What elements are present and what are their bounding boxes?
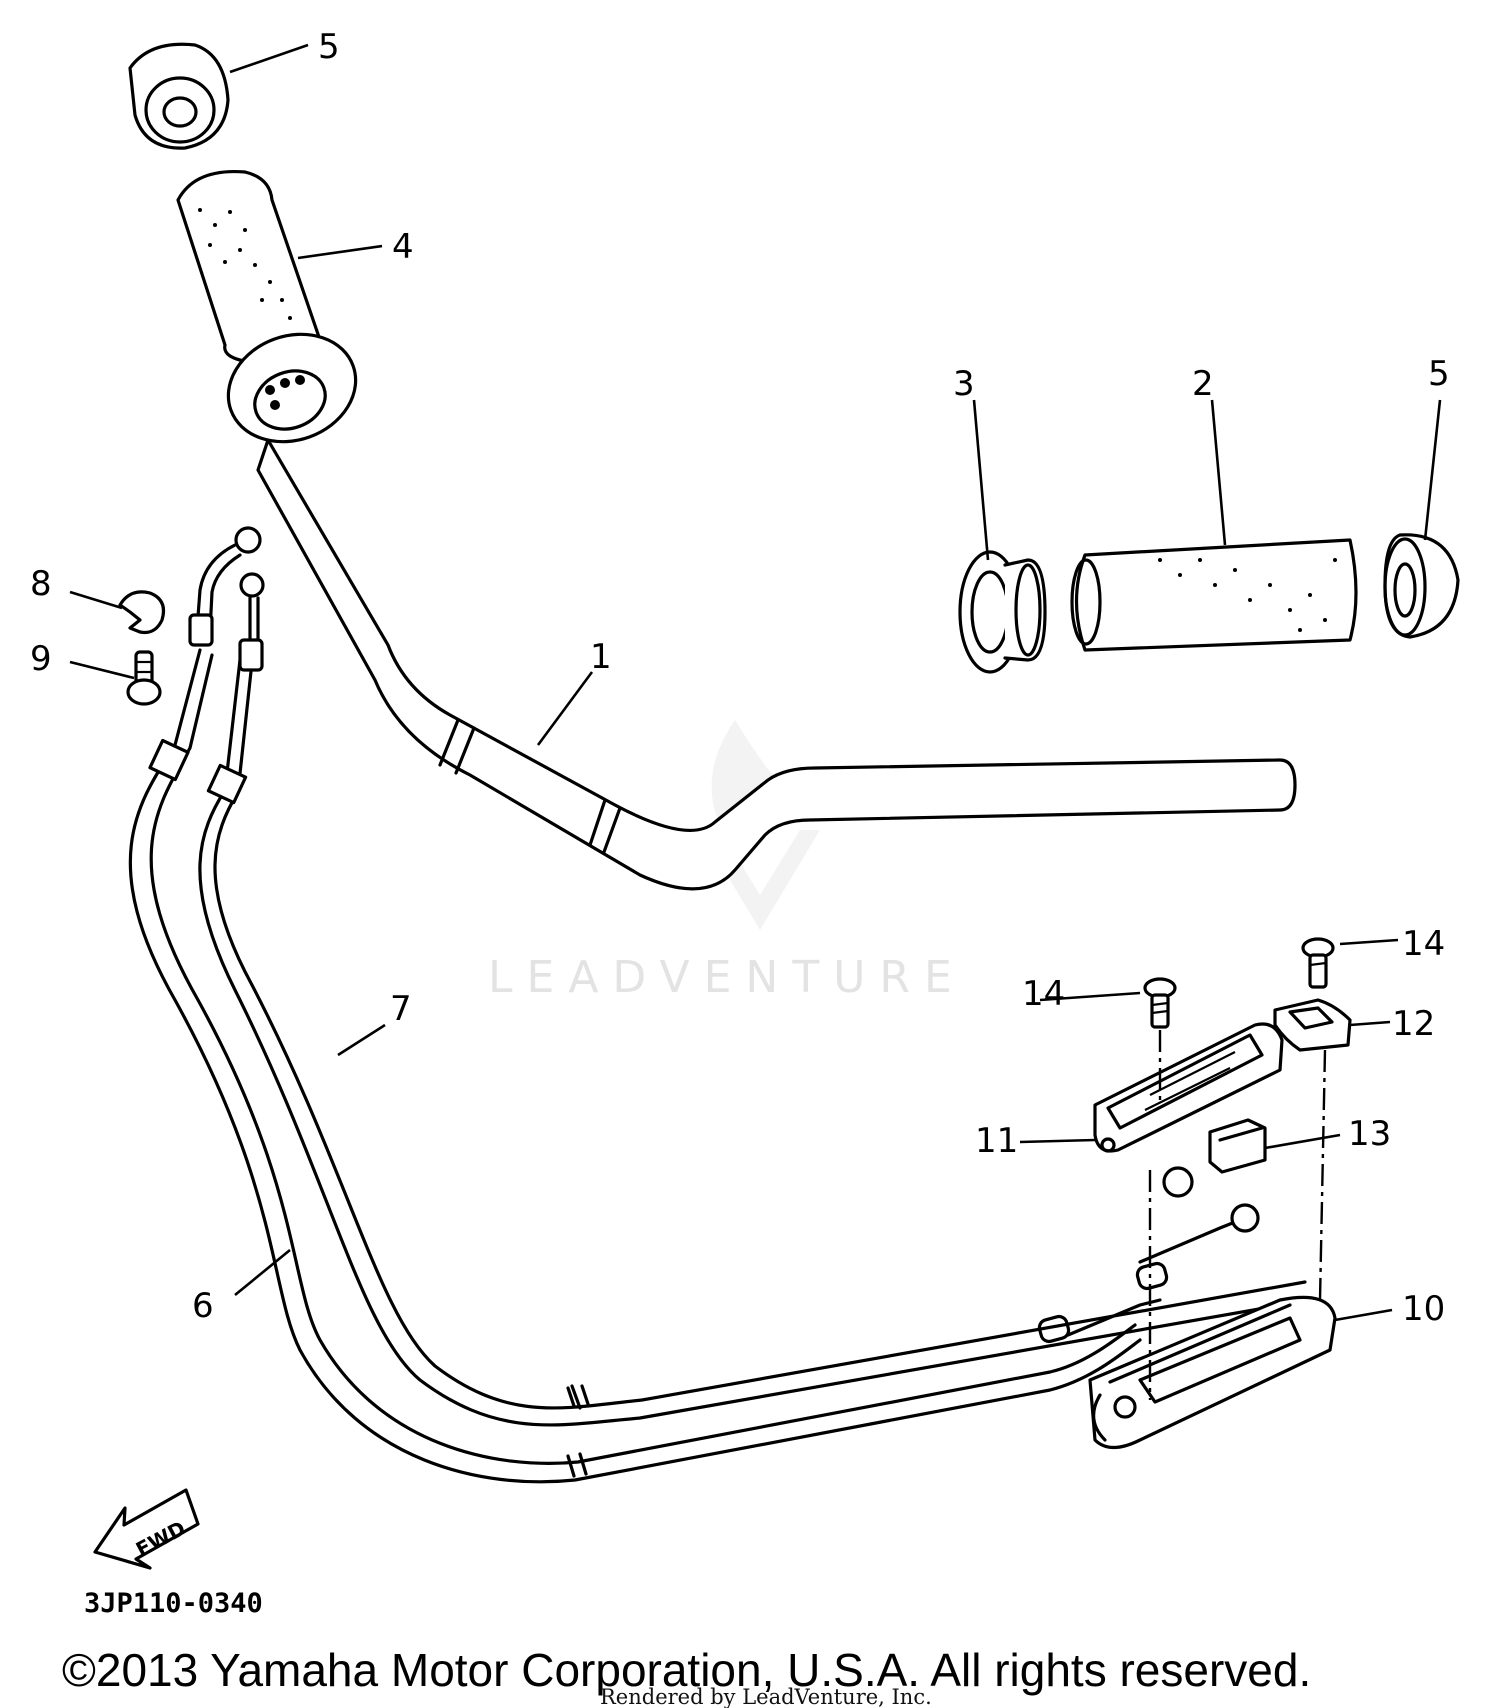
callout-8: 8 (30, 564, 52, 604)
screw-part-14-left (1143, 977, 1177, 1029)
throttle-cable-part-6 (128, 648, 1142, 1484)
callout-5-left: 5 (318, 27, 340, 67)
callout-4: 4 (392, 227, 414, 267)
callout-5-right: 5 (1428, 354, 1450, 394)
leader-lines (69, 43, 1442, 1322)
diagram-code: 3JP110-0340 (84, 1588, 263, 1619)
callout-13: 13 (1348, 1114, 1391, 1154)
callout-10: 10 (1402, 1289, 1445, 1329)
callout-3: 3 (953, 364, 975, 404)
rendered-by-notice: Rendered by LeadVenture, Inc. (600, 1685, 932, 1708)
assembly-lines (1148, 1030, 1327, 1400)
callout-7: 7 (390, 989, 412, 1029)
fwd-arrow-icon: FWD (93, 1488, 200, 1570)
throttle-guide-part-3 (958, 550, 1047, 674)
switch-part-13 (1208, 1118, 1267, 1174)
screw-part-9 (126, 650, 162, 706)
throttle-cable-part-7 (198, 658, 1312, 1427)
callout-14-left: 14 (1022, 974, 1065, 1014)
cable-break-marks (566, 1384, 590, 1478)
callout-9: 9 (30, 639, 52, 679)
clamp-part-8 (118, 590, 166, 635)
cover-plate-part-12 (1273, 998, 1352, 1052)
callout-14-right: 14 (1402, 924, 1445, 964)
callout-1: 1 (590, 637, 612, 677)
switch-housing-lower-part-10 (1088, 1295, 1337, 1450)
callout-2: 2 (1192, 364, 1214, 404)
callout-numbers: 5 4 1 3 2 5 8 9 6 7 10 11 12 13 14 14 (30, 27, 1450, 1329)
screw-part-14-right (1301, 937, 1335, 989)
cable-ends-lower (1066, 1166, 1260, 1337)
right-grip-part-2 (1070, 538, 1358, 652)
watermark-text: LEADVENTURE (488, 952, 966, 1003)
grip-end-part-5-left (128, 42, 230, 150)
grip-end-part-5-right (1383, 533, 1460, 639)
callout-11: 11 (975, 1121, 1018, 1161)
callout-6: 6 (192, 1286, 214, 1326)
left-grip-part-4 (176, 169, 358, 444)
cable-ends-upper (188, 526, 265, 672)
switch-housing-upper-part-11 (1093, 1022, 1284, 1153)
copyright-notice: ©2013 Yamaha Motor Corporation, U.S.A. A… (62, 1644, 1311, 1696)
callout-12: 12 (1392, 1004, 1435, 1044)
handlebar-part-1 (256, 438, 1297, 891)
